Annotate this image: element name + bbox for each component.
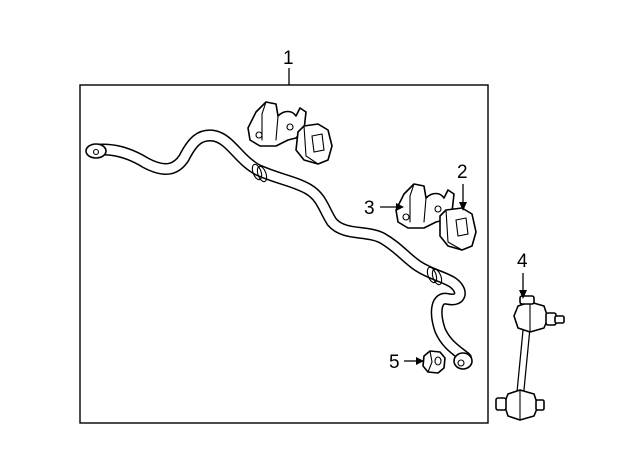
callout-2[interactable]: 2 xyxy=(457,162,468,183)
callout-3[interactable]: 3 xyxy=(364,198,375,219)
bushing-part-2[interactable] xyxy=(439,207,477,251)
callout-5[interactable]: 5 xyxy=(389,352,400,373)
assembly-frame xyxy=(79,84,489,424)
callout-4-arrow xyxy=(519,273,527,299)
callout-2-arrow xyxy=(459,184,467,211)
callout-5-arrow xyxy=(404,357,424,365)
callout-1[interactable]: 1 xyxy=(283,48,294,69)
upper-bushing[interactable] xyxy=(295,123,333,165)
upper-bracket[interactable] xyxy=(247,101,307,147)
stabilizer-bar[interactable] xyxy=(85,129,473,370)
stabilizer-link-part-4[interactable] xyxy=(495,295,565,421)
callout-4[interactable]: 4 xyxy=(517,251,528,272)
callout-3-arrow xyxy=(380,203,404,211)
nut-part-5[interactable] xyxy=(422,350,446,374)
